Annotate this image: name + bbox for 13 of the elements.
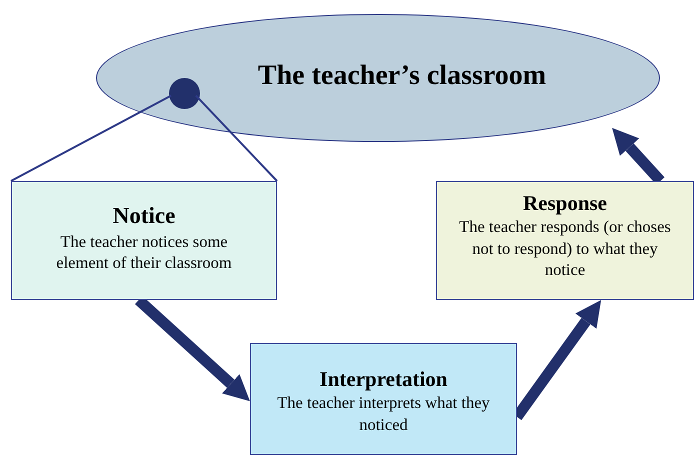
dot-marker [169, 78, 200, 109]
box-heading: Response [522, 190, 607, 216]
connector-line [195, 94, 278, 182]
box-heading: Notice [112, 202, 176, 230]
connector-line [10, 94, 172, 182]
box-description: The teacher responds (or choses not to respond) to what they notice [458, 216, 672, 281]
process-box [436, 181, 694, 300]
process-box [11, 181, 277, 300]
ellipse-title: The teacher’s classroom [258, 60, 546, 92]
process-box [250, 343, 517, 455]
box-description: The teacher notices some element of their classroom [55, 230, 233, 274]
box-description: The teacher interprets what they noticed [276, 392, 491, 436]
box-heading: Interpretation [320, 366, 448, 392]
